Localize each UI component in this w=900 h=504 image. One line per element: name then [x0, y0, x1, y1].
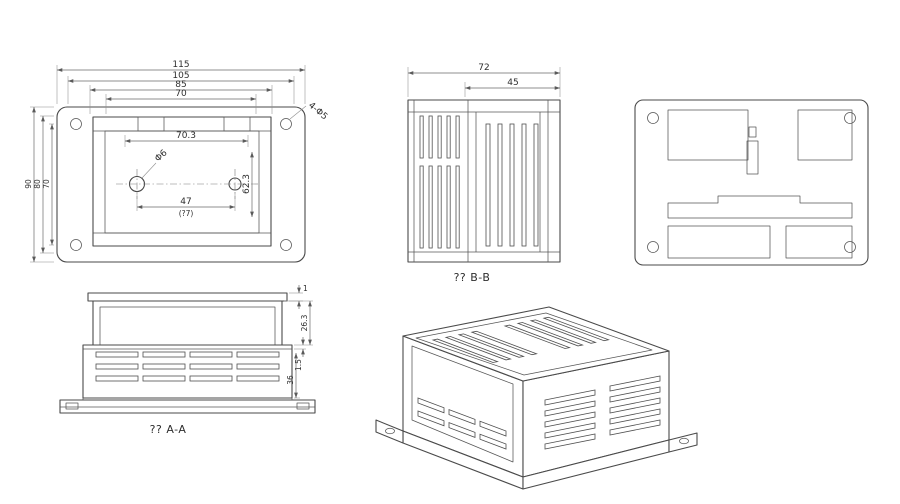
iso-top-face: [402, 306, 670, 382]
body-vent-slots: [485, 123, 539, 247]
section-bb-label: ?? B-B: [454, 271, 491, 284]
dim-hole-diameter: Φ6: [153, 148, 169, 164]
iso-left-ear-hole: [385, 427, 395, 435]
iso-front-panel: [411, 345, 514, 463]
dim-width-inner: 85: [175, 80, 186, 90]
din-clip-slot-small: [748, 126, 757, 138]
top-view-dimensions: 115 105 85 70 90 80 70 70.3 Φ6: [24, 60, 329, 263]
din-rail-channel: [667, 195, 853, 219]
din-rail-base: [59, 398, 316, 414]
iso-lid-step: [415, 312, 653, 376]
section-aa-view: 1 26.3 1.5 36 ?? A-A: [59, 284, 316, 436]
isometric-view: [375, 306, 698, 490]
back-recess-bottom-left: [667, 225, 771, 259]
upper-body-outline: [92, 300, 283, 346]
dim-width-slot: 70: [175, 89, 187, 99]
section-aa-dimensions: 1 26.3 1.5 36: [284, 284, 313, 399]
dim-upper-body: 26.3: [300, 314, 309, 331]
section-bb-outline: [407, 99, 561, 263]
dim-depth-outer: 90: [24, 179, 33, 189]
lower-body-outline: [82, 344, 293, 399]
dim-width-outer: 115: [172, 60, 189, 70]
mounting-holes: [116, 169, 258, 199]
dim-depth-mid: 80: [33, 179, 42, 189]
front-vent-slots: [95, 351, 280, 382]
iso-right-vent-slots: [544, 375, 661, 450]
iso-right-ear-hole: [679, 437, 689, 445]
dim-panel-width: 70.3: [176, 131, 196, 141]
dim-lip: 1.5: [294, 359, 303, 371]
section-bb-dimensions: 72 45: [407, 63, 561, 97]
back-recess-top-left: [667, 109, 749, 161]
back-recess-bottom-right: [785, 225, 853, 259]
side-vent-slots-upper: [419, 115, 460, 159]
iso-top-vent-slots: [431, 316, 610, 363]
dim-lid-thickness: 1: [303, 284, 308, 293]
dim-height-outer: 72: [478, 63, 489, 73]
top-face-recess: [92, 116, 272, 247]
mount-slot-left: [65, 402, 79, 410]
din-clip-slot: [746, 140, 759, 175]
iso-front-vent-slots: [417, 397, 507, 450]
corner-screw-holes: [70, 118, 292, 251]
dim-panel-height: 62.3: [242, 174, 252, 194]
dim-hole-spacing: 47: [180, 197, 191, 207]
mount-slot-right: [296, 402, 310, 410]
back-view-outline: [634, 99, 869, 266]
top-view: 115 105 85 70 90 80 70 70.3 Φ6: [24, 60, 329, 263]
iso-right-ear: [668, 432, 698, 453]
dim-lower-body: 36: [286, 375, 295, 385]
iso-base-flanges: [375, 419, 698, 490]
side-vent-slots-lower: [419, 165, 460, 249]
iso-left-ear: [375, 419, 404, 444]
top-view-outline: [56, 106, 306, 263]
dim-hole-spacing-note: (?7): [179, 209, 194, 218]
dim-corner-holes: 4-Φ5: [306, 101, 329, 123]
section-aa-label: ?? A-A: [150, 423, 187, 436]
corner-screw-holes-back: [647, 112, 856, 253]
back-recess-top-right: [797, 109, 853, 161]
hole-diameter-leader: [141, 162, 157, 179]
dim-width-mid: 105: [172, 71, 189, 81]
dim-height-body: 45: [507, 78, 518, 88]
dim-depth-inner: 70: [42, 179, 51, 189]
back-view: [634, 99, 869, 266]
corner-holes-leader: [289, 105, 307, 120]
lid-top-bar: [87, 292, 288, 302]
section-bb-view: 72 45 ?? B-B: [407, 63, 561, 284]
